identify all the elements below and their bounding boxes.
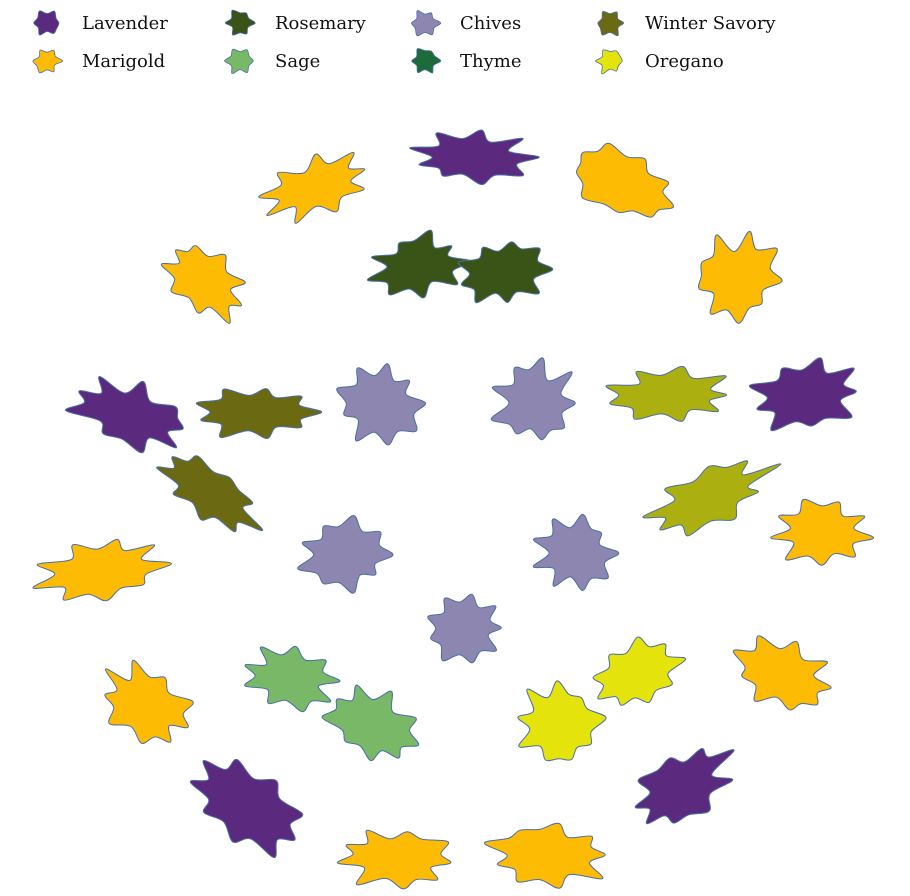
plant-lavender xyxy=(189,758,304,859)
plant-marigold xyxy=(575,142,675,218)
plant-marigold xyxy=(698,230,783,324)
plant-marigold xyxy=(160,245,246,324)
legend-item-winter-savory: Winter Savory xyxy=(593,8,776,38)
garden-plan xyxy=(32,129,875,890)
legend: Lavender Rosemary Chives Winter Savory M… xyxy=(0,0,910,85)
plant-lavender xyxy=(409,129,540,186)
swatch-shape xyxy=(411,48,442,74)
legend-item-marigold: Marigold xyxy=(30,46,165,76)
winter-savory-swatch-icon xyxy=(597,10,625,37)
plant-chives xyxy=(427,593,502,664)
plant-lavender xyxy=(634,748,735,825)
oregano-swatch-icon xyxy=(594,49,623,75)
plant-marigold xyxy=(337,829,452,890)
plant-marigold xyxy=(770,498,875,566)
swatch-shape xyxy=(224,48,254,75)
plant-chives xyxy=(297,515,394,594)
plant-marigold xyxy=(732,635,832,711)
swatch-shape xyxy=(32,49,64,74)
rosemary-swatch-icon xyxy=(224,9,256,36)
plant-chives xyxy=(532,513,620,591)
legend-item-chives: Chives xyxy=(408,8,521,38)
plant-marigold xyxy=(32,538,173,602)
legend-item-thyme: Thyme xyxy=(408,46,522,76)
plant-sage xyxy=(321,684,420,762)
legend-item-sage: Sage xyxy=(223,46,320,76)
plant-marigold xyxy=(258,151,366,224)
plant-marigold xyxy=(483,822,606,889)
plant-winter-savory xyxy=(156,455,264,533)
chives-swatch-icon xyxy=(411,10,442,37)
swatch-shape xyxy=(597,10,625,37)
legend-label: Rosemary xyxy=(275,12,366,34)
swatch-shape xyxy=(33,10,60,36)
legend-label: Marigold xyxy=(82,50,166,72)
plant-rosemary xyxy=(366,229,473,299)
legend-label: Winter Savory xyxy=(645,12,776,34)
plant-lavender xyxy=(65,375,184,454)
plant-sage xyxy=(244,645,341,713)
swatch-shape xyxy=(411,10,442,37)
legend-label: Thyme xyxy=(460,50,522,72)
plant-chives xyxy=(336,363,427,446)
plant-winter-savory xyxy=(642,460,782,537)
thyme-swatch-icon xyxy=(411,48,442,74)
plant-rosemary xyxy=(457,241,554,304)
swatch-shape xyxy=(224,9,256,36)
legend-label: Sage xyxy=(275,50,321,72)
plant-winter-savory xyxy=(195,388,323,439)
swatch-shape xyxy=(594,49,623,75)
plant-oregano xyxy=(592,636,687,706)
plant-chives xyxy=(490,357,576,441)
legend-item-lavender: Lavender xyxy=(30,8,168,38)
plant-oregano xyxy=(517,680,607,762)
legend-label: Oregano xyxy=(645,50,724,72)
legend-label: Chives xyxy=(460,12,522,34)
legend-item-oregano: Oregano xyxy=(593,46,724,76)
plant-marigold xyxy=(104,659,194,744)
legend-item-rosemary: Rosemary xyxy=(223,8,366,38)
marigold-swatch-icon xyxy=(32,49,64,74)
legend-label: Lavender xyxy=(82,12,168,34)
plant-lavender xyxy=(748,357,857,432)
plant-winter-savory xyxy=(605,365,728,422)
lavender-swatch-icon xyxy=(33,10,60,36)
sage-swatch-icon xyxy=(224,48,254,75)
